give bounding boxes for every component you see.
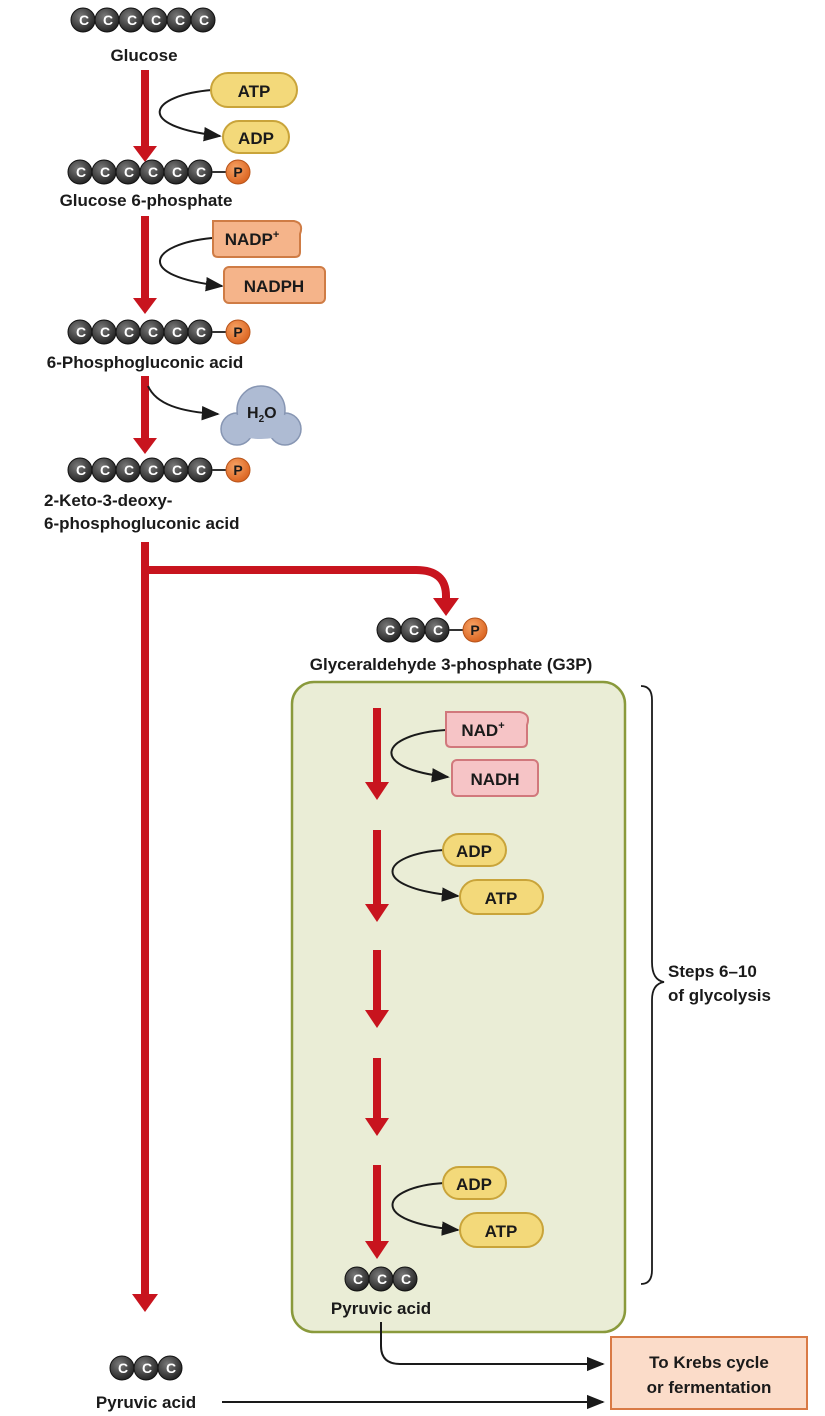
svg-text:ADP: ADP (456, 1175, 492, 1194)
carbon-atom-letter: C (401, 1271, 411, 1287)
svg-text:NADH: NADH (470, 770, 519, 789)
carbon-atom-letter: C (409, 622, 419, 638)
carbon-atom-letter: C (118, 1360, 128, 1376)
carbon-atom-letter: C (100, 462, 110, 478)
adp-output-badge: ADP (222, 120, 290, 154)
carbon-atom-letter: C (100, 164, 110, 180)
svg-text:NADPH: NADPH (244, 277, 304, 296)
nadph-badge: NADPH (223, 266, 326, 304)
carbon-atom-letter: C (79, 12, 89, 28)
phosphate-letter: P (470, 622, 479, 638)
carbon-atom-letter: C (148, 324, 158, 340)
atp-output-badge-1: ATP (459, 879, 544, 915)
carbon-atom-letter: C (103, 12, 113, 28)
main-pathway-arrows (132, 70, 459, 1312)
krebs-cycle-destination-box: To Krebs cycle or fermentation (610, 1336, 808, 1410)
carbon-atom (157, 1355, 183, 1381)
carbon-atom-letter: C (76, 324, 86, 340)
carbon-atom-letter: C (142, 1360, 152, 1376)
kdpg-label-line2: 6-phosphogluconic acid (44, 514, 240, 533)
carbon-atom-letter: C (377, 1271, 387, 1287)
carbon-atom (190, 7, 216, 33)
cofactor-curves (147, 89, 605, 1410)
carbon-atom (392, 1266, 418, 1292)
atp-input-badge: ATP (210, 72, 298, 108)
carbon-atom-letter: C (196, 462, 206, 478)
phosphate-letter: P (233, 164, 242, 180)
carbon-atom-letter: C (353, 1271, 363, 1287)
carbon-atom-letter: C (76, 164, 86, 180)
bracket-label-line2: of glycolysis (668, 986, 771, 1005)
adp-input-badge-1: ADP (442, 833, 507, 867)
carbon-atom-letter: C (124, 462, 134, 478)
carbon-atom-letter: C (166, 1360, 176, 1376)
carbon-atom-letter: C (172, 164, 182, 180)
phosphate-icon (225, 457, 251, 483)
carbon-atom-letter: C (127, 12, 137, 28)
carbon-atom-letter: C (196, 324, 206, 340)
phosphate-icon (225, 319, 251, 345)
glycolysis-step-arrows (365, 708, 389, 1259)
nadh-badge: NADH (451, 759, 539, 797)
adp-input-badge-2: ADP (442, 1166, 507, 1200)
svg-text:NAD+: NAD+ (461, 720, 504, 740)
carbon-atom-letter: C (175, 12, 185, 28)
6-phosphogluconic-acid-label: 6-Phosphogluconic acid (47, 353, 243, 372)
phosphate-icon (462, 617, 488, 643)
water-molecule: H2O (220, 385, 302, 446)
carbon-atom-letter: C (100, 324, 110, 340)
nadp-plus-badge: NADP+ (212, 220, 303, 258)
carbon-atom-letter: C (76, 462, 86, 478)
glucose-label: Glucose (110, 46, 177, 65)
kdpg-label-line1: 2-Keto-3-deoxy- (44, 491, 172, 510)
carbon-atom-letter: C (124, 324, 134, 340)
g3p-label: Glyceraldehyde 3-phosphate (G3P) (310, 655, 592, 674)
atp-output-badge-2: ATP (459, 1212, 544, 1248)
steps-bracket (640, 685, 665, 1285)
carbon-atom-letter: C (433, 622, 443, 638)
carbon-atom-letter: C (196, 164, 206, 180)
svg-text:NADP+: NADP+ (225, 229, 280, 249)
carbon-atom-letter: C (124, 164, 134, 180)
nad-plus-badge: NAD+ (445, 711, 530, 748)
carbon-atom-letter: C (148, 164, 158, 180)
svg-text:ATP: ATP (238, 82, 271, 101)
carbon-atom-letter: C (385, 622, 395, 638)
phosphate-letter: P (233, 324, 242, 340)
svg-text:ATP: ATP (485, 889, 518, 908)
carbon-atom-letter: C (172, 324, 182, 340)
svg-text:or fermentation: or fermentation (647, 1378, 772, 1397)
phosphate-letter: P (233, 462, 242, 478)
bracket-label-line1: Steps 6–10 (668, 962, 757, 981)
pyruvic-acid-main-label: Pyruvic acid (96, 1393, 196, 1412)
carbon-atom-letter: C (199, 12, 209, 28)
carbon-atom-letter: C (172, 462, 182, 478)
pyruvic-acid-box-label: Pyruvic acid (331, 1299, 431, 1318)
carbon-atom-letter: C (151, 12, 161, 28)
svg-text:H2O: H2O (247, 405, 277, 425)
svg-text:To Krebs cycle: To Krebs cycle (649, 1353, 769, 1372)
phosphate-icon (225, 159, 251, 185)
svg-text:ADP: ADP (456, 842, 492, 861)
carbon-atom-letter: C (148, 462, 158, 478)
svg-text:ADP: ADP (238, 129, 274, 148)
glucose-6-phosphate-label: Glucose 6-phosphate (60, 191, 233, 210)
svg-text:ATP: ATP (485, 1222, 518, 1241)
